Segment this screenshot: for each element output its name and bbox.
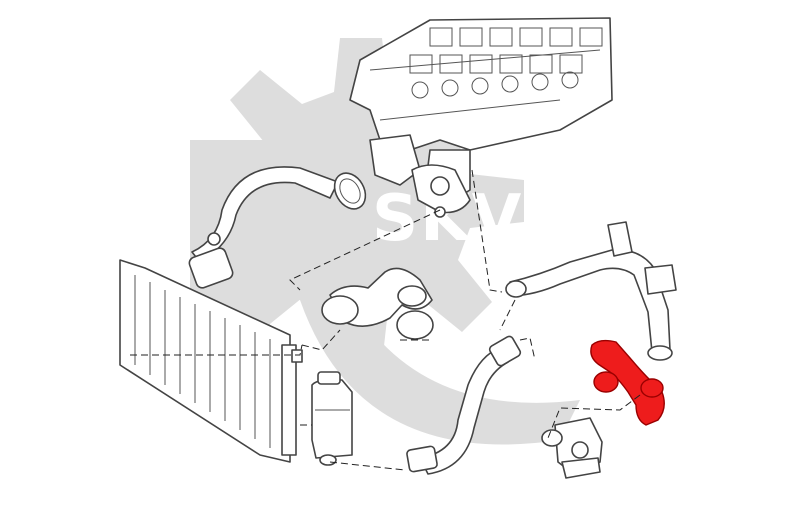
radiator (119, 259, 303, 463)
bypass-hose (321, 267, 434, 340)
highlighted-coolant-hose (590, 339, 665, 426)
engine-block (349, 17, 613, 206)
thermostat-housing (411, 164, 471, 218)
coolant-pipe (505, 221, 677, 361)
upper-radiator-hose (188, 166, 367, 289)
leader-lines (130, 169, 641, 471)
expansion-tank (311, 371, 353, 466)
lower-radiator-hose (406, 335, 522, 475)
water-pump-connector (541, 417, 603, 479)
